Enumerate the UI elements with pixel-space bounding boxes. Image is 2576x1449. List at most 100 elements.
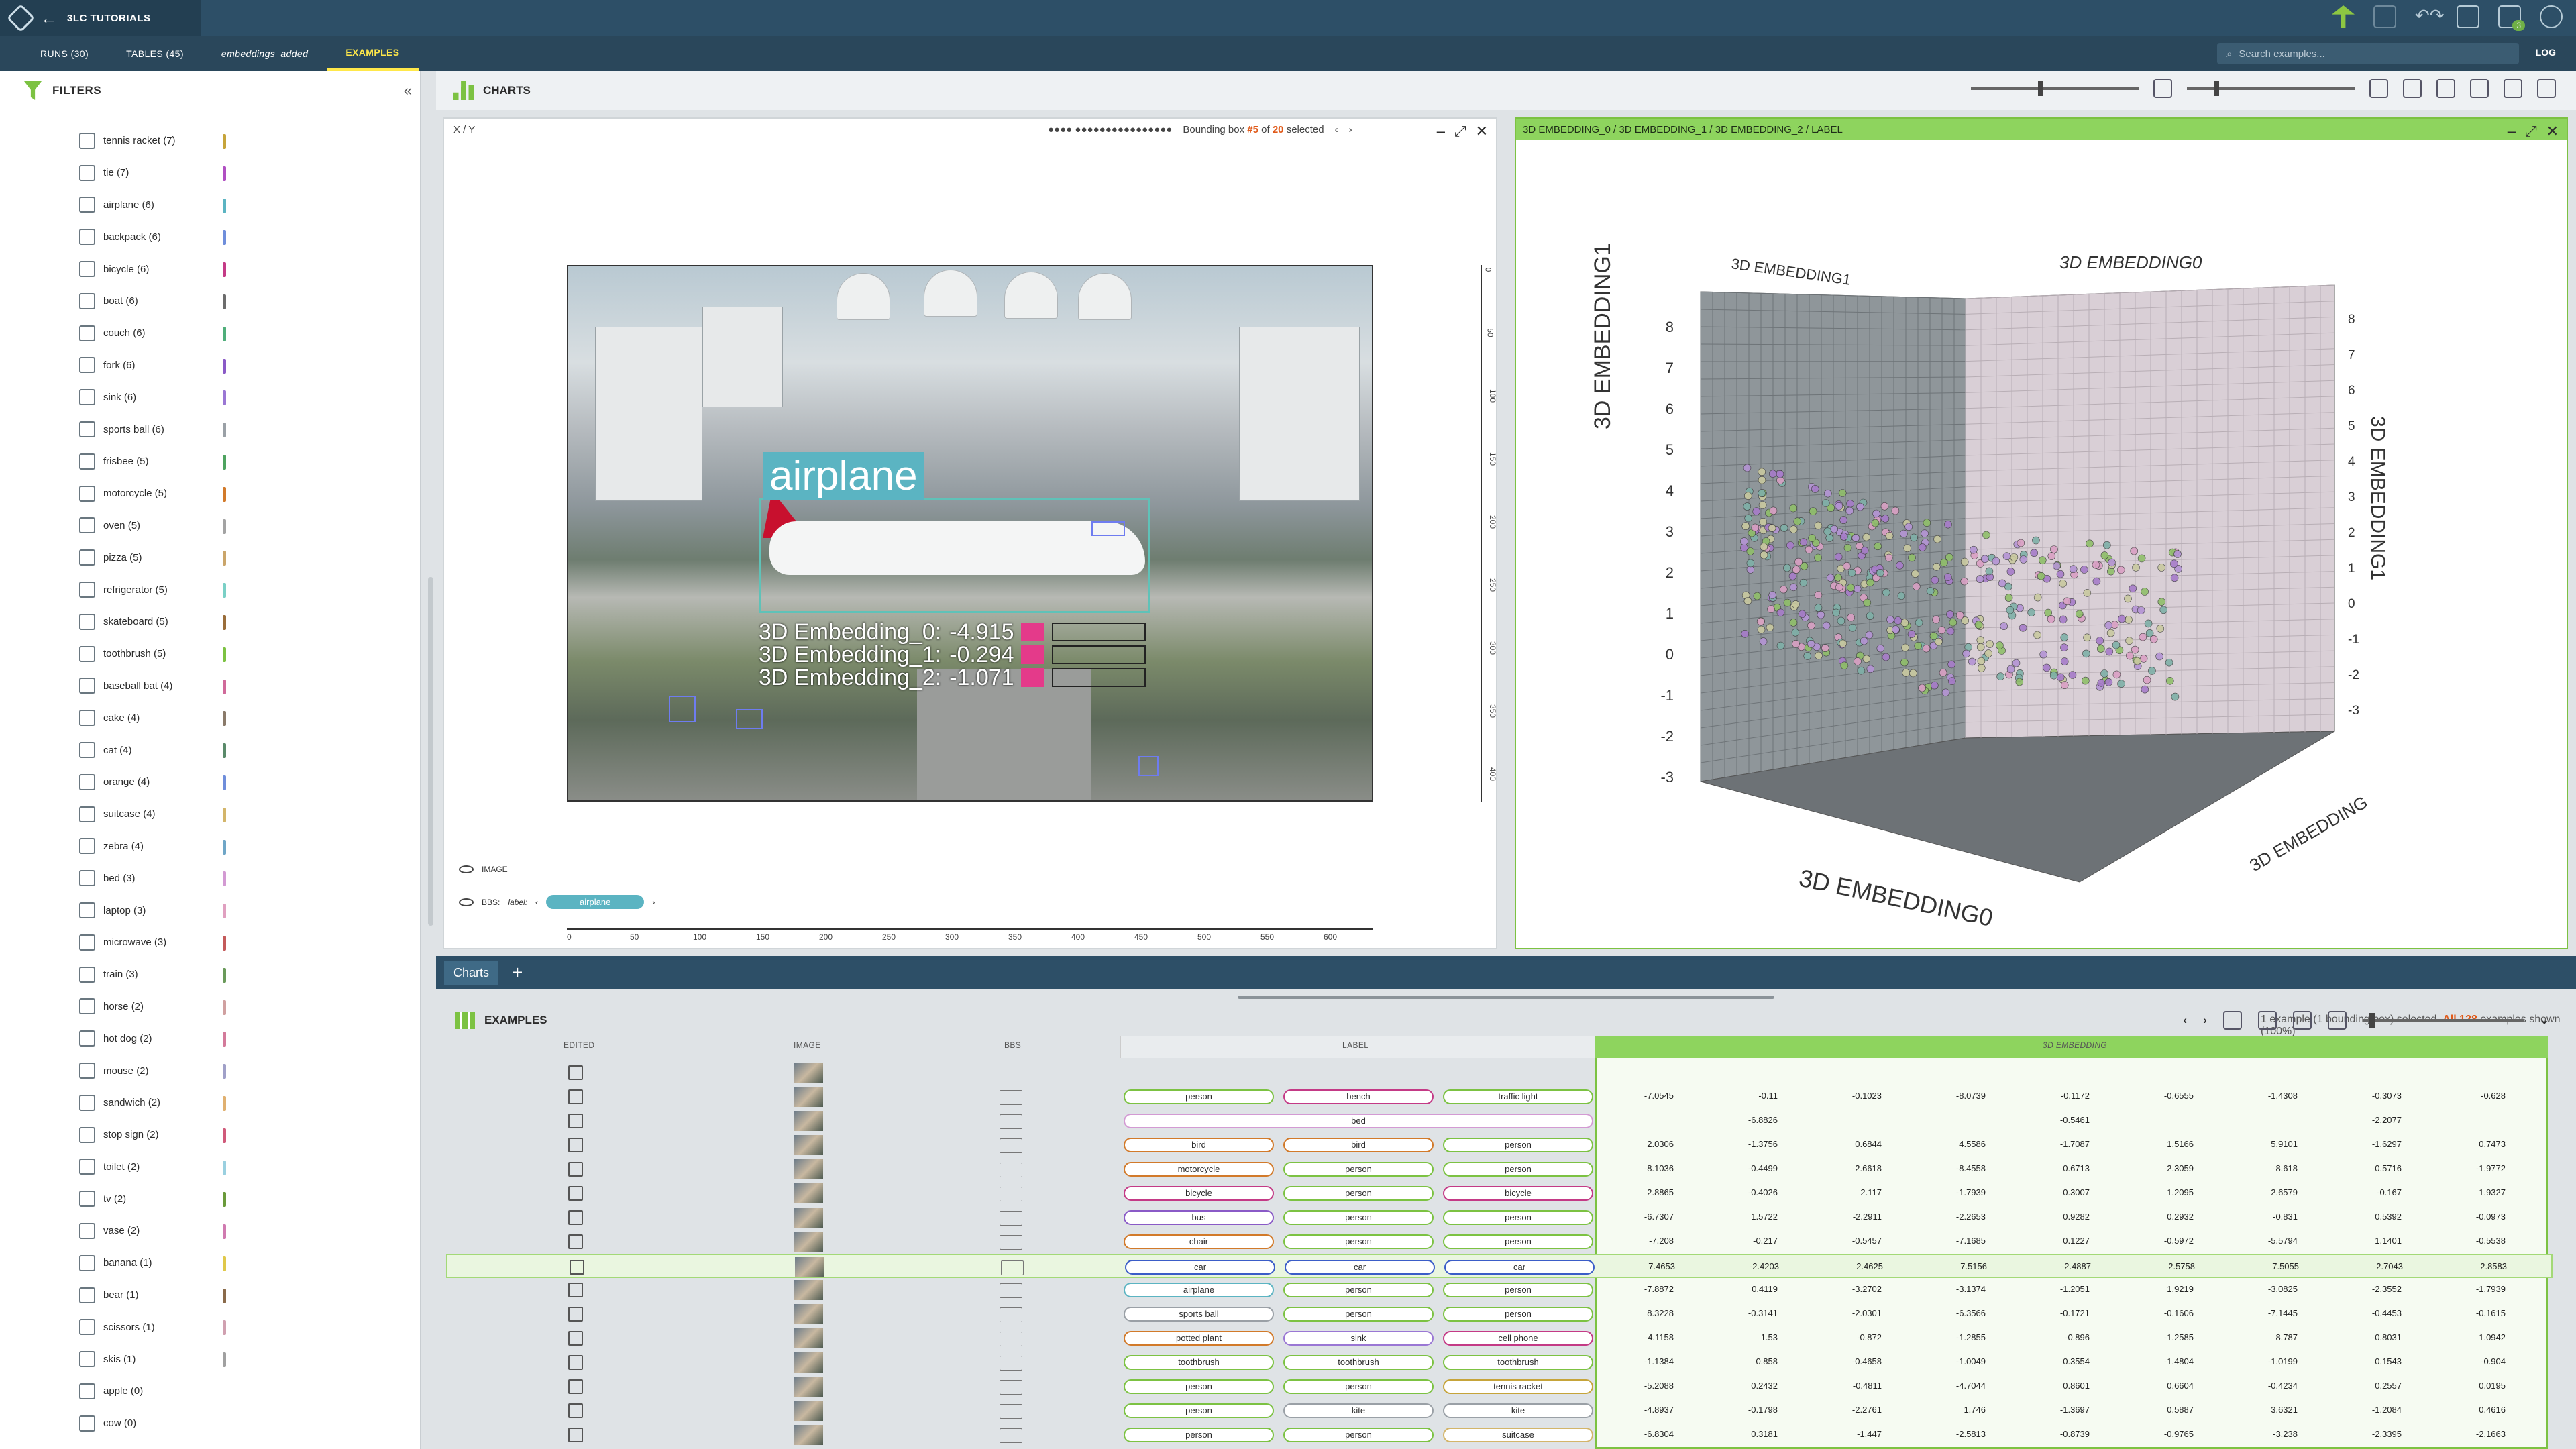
filter-item[interactable]: mouse (2) <box>0 1055 402 1087</box>
edited-checkbox[interactable] <box>568 1428 583 1442</box>
label-pill[interactable]: person <box>1283 1307 1434 1322</box>
filter-item[interactable]: zebra (4) <box>0 830 402 863</box>
edited-checkbox[interactable] <box>568 1114 583 1128</box>
label-pill[interactable]: motorcycle <box>1124 1162 1274 1177</box>
search-box[interactable]: ⌕ <box>2217 43 2519 64</box>
select-all-icon[interactable] <box>2222 1011 2242 1030</box>
table-row[interactable]: bed-6.8826-0.5461-2.2077 <box>446 1109 2553 1133</box>
label-pill[interactable]: kite <box>1283 1403 1434 1418</box>
label-pill[interactable]: traffic light <box>1443 1089 1593 1104</box>
bbs-thumbnail[interactable] <box>1000 1090 1022 1105</box>
filter-checkbox[interactable] <box>79 1287 95 1303</box>
filter-item[interactable]: motorcycle (5) <box>0 478 402 510</box>
filter-item[interactable]: toilet (2) <box>0 1151 402 1183</box>
label-pill[interactable]: person <box>1124 1379 1274 1394</box>
selected-bounding-box[interactable] <box>759 498 1150 613</box>
collapse-sidebar-icon[interactable]: « <box>403 82 412 99</box>
filter-item[interactable]: stop sign (2) <box>0 1119 402 1151</box>
bbs-thumbnail[interactable] <box>1000 1404 1022 1419</box>
keyboard-icon[interactable] <box>2457 5 2479 28</box>
filter-item[interactable]: bicycle (6) <box>0 253 402 285</box>
image-thumbnail[interactable] <box>794 1304 823 1324</box>
label-pill[interactable]: potted plant <box>1124 1331 1274 1346</box>
col-image[interactable]: IMAGE <box>794 1040 821 1050</box>
label-pill[interactable]: tennis racket <box>1443 1379 1593 1394</box>
col-bbs[interactable]: BBS <box>1004 1040 1022 1050</box>
label-pill[interactable]: person <box>1283 1379 1434 1394</box>
label-pill[interactable]: toothbrush <box>1283 1355 1434 1370</box>
filter-checkbox[interactable] <box>79 421 95 438</box>
label-pill[interactable]: sink <box>1283 1331 1434 1346</box>
filter-item[interactable]: fork (6) <box>0 350 402 382</box>
arrow-left-icon[interactable]: ← <box>40 7 58 28</box>
filter-checkbox[interactable] <box>79 1415 95 1432</box>
col-embedding[interactable]: 3D EMBEDDING <box>2043 1040 2108 1050</box>
edited-checkbox[interactable] <box>568 1186 583 1201</box>
image-thumbnail[interactable] <box>794 1063 823 1083</box>
filter-checkbox[interactable] <box>79 838 95 855</box>
label-pill[interactable]: person <box>1283 1162 1434 1177</box>
edited-checkbox[interactable] <box>568 1234 583 1249</box>
bbs-thumbnail[interactable] <box>1000 1211 1022 1226</box>
filter-checkbox[interactable] <box>79 292 95 309</box>
list-view-icon[interactable] <box>2292 1011 2312 1030</box>
filter-checkbox[interactable] <box>79 870 95 887</box>
bbs-thumbnail[interactable] <box>1000 1380 1022 1395</box>
filter-item[interactable]: frisbee (5) <box>0 445 402 478</box>
filter-checkbox[interactable] <box>79 678 95 694</box>
filter-item[interactable]: refrigerator (5) <box>0 574 402 606</box>
image-thumbnail[interactable] <box>794 1111 823 1131</box>
maximize-icon[interactable]: ⤢ <box>1454 123 1466 140</box>
filter-checkbox[interactable] <box>79 1351 95 1368</box>
filter-item[interactable]: couch (6) <box>0 317 402 350</box>
prev-label-icon[interactable]: ‹ <box>535 897 539 907</box>
row-height-slider[interactable] <box>2362 1013 2524 1028</box>
brush-icon[interactable] <box>2537 79 2556 98</box>
filter-checkbox[interactable] <box>79 132 95 149</box>
filter-item[interactable]: banana (1) <box>0 1247 402 1279</box>
image-thumbnail[interactable] <box>794 1159 823 1179</box>
image-thumbnail[interactable] <box>794 1280 823 1300</box>
nav-runs[interactable]: RUNS (30) <box>40 48 89 59</box>
filter-checkbox[interactable] <box>79 1254 95 1271</box>
label-pill[interactable]: bicycle <box>1124 1186 1274 1201</box>
filter-checkbox[interactable] <box>79 1094 95 1111</box>
label-pill[interactable]: suitcase <box>1443 1428 1593 1442</box>
nav-examples[interactable]: EXAMPLES <box>327 36 419 71</box>
label-pill[interactable]: person <box>1124 1403 1274 1418</box>
filter-checkbox[interactable] <box>79 453 95 470</box>
filter-checkbox[interactable] <box>79 164 95 181</box>
image-thumbnail[interactable] <box>794 1401 823 1421</box>
filter-item[interactable]: hot dog (2) <box>0 1022 402 1055</box>
edited-checkbox[interactable] <box>568 1379 583 1394</box>
bbs-thumbnail[interactable] <box>1000 1163 1022 1177</box>
minimize-icon[interactable]: – <box>2507 123 2516 140</box>
bbs-thumbnail[interactable] <box>1000 1235 1022 1250</box>
bbs-thumbnail[interactable] <box>1000 1138 1022 1153</box>
edited-checkbox[interactable] <box>568 1403 583 1418</box>
pin-icon[interactable] <box>2332 5 2355 28</box>
label-pill[interactable]: toothbrush <box>1124 1355 1274 1370</box>
filter-item[interactable]: scissors (1) <box>0 1311 402 1343</box>
filter-checkbox[interactable] <box>79 582 95 598</box>
maximize-icon[interactable]: ⤢ <box>2524 123 2537 140</box>
filter-checkbox[interactable] <box>79 998 95 1015</box>
filter-item[interactable]: airplane (6) <box>0 189 402 221</box>
filter-item[interactable]: pizza (5) <box>0 541 402 574</box>
opacity-slider[interactable] <box>2187 81 2355 96</box>
filter-checkbox[interactable] <box>79 645 95 662</box>
filter-checkbox[interactable] <box>79 1159 95 1175</box>
filter-checkbox[interactable] <box>79 1063 95 1079</box>
image-thumbnail[interactable] <box>794 1208 823 1228</box>
lasso-icon[interactable] <box>2436 79 2455 98</box>
filter-item[interactable]: train (3) <box>0 959 402 991</box>
filter-checkbox[interactable] <box>79 1383 95 1399</box>
